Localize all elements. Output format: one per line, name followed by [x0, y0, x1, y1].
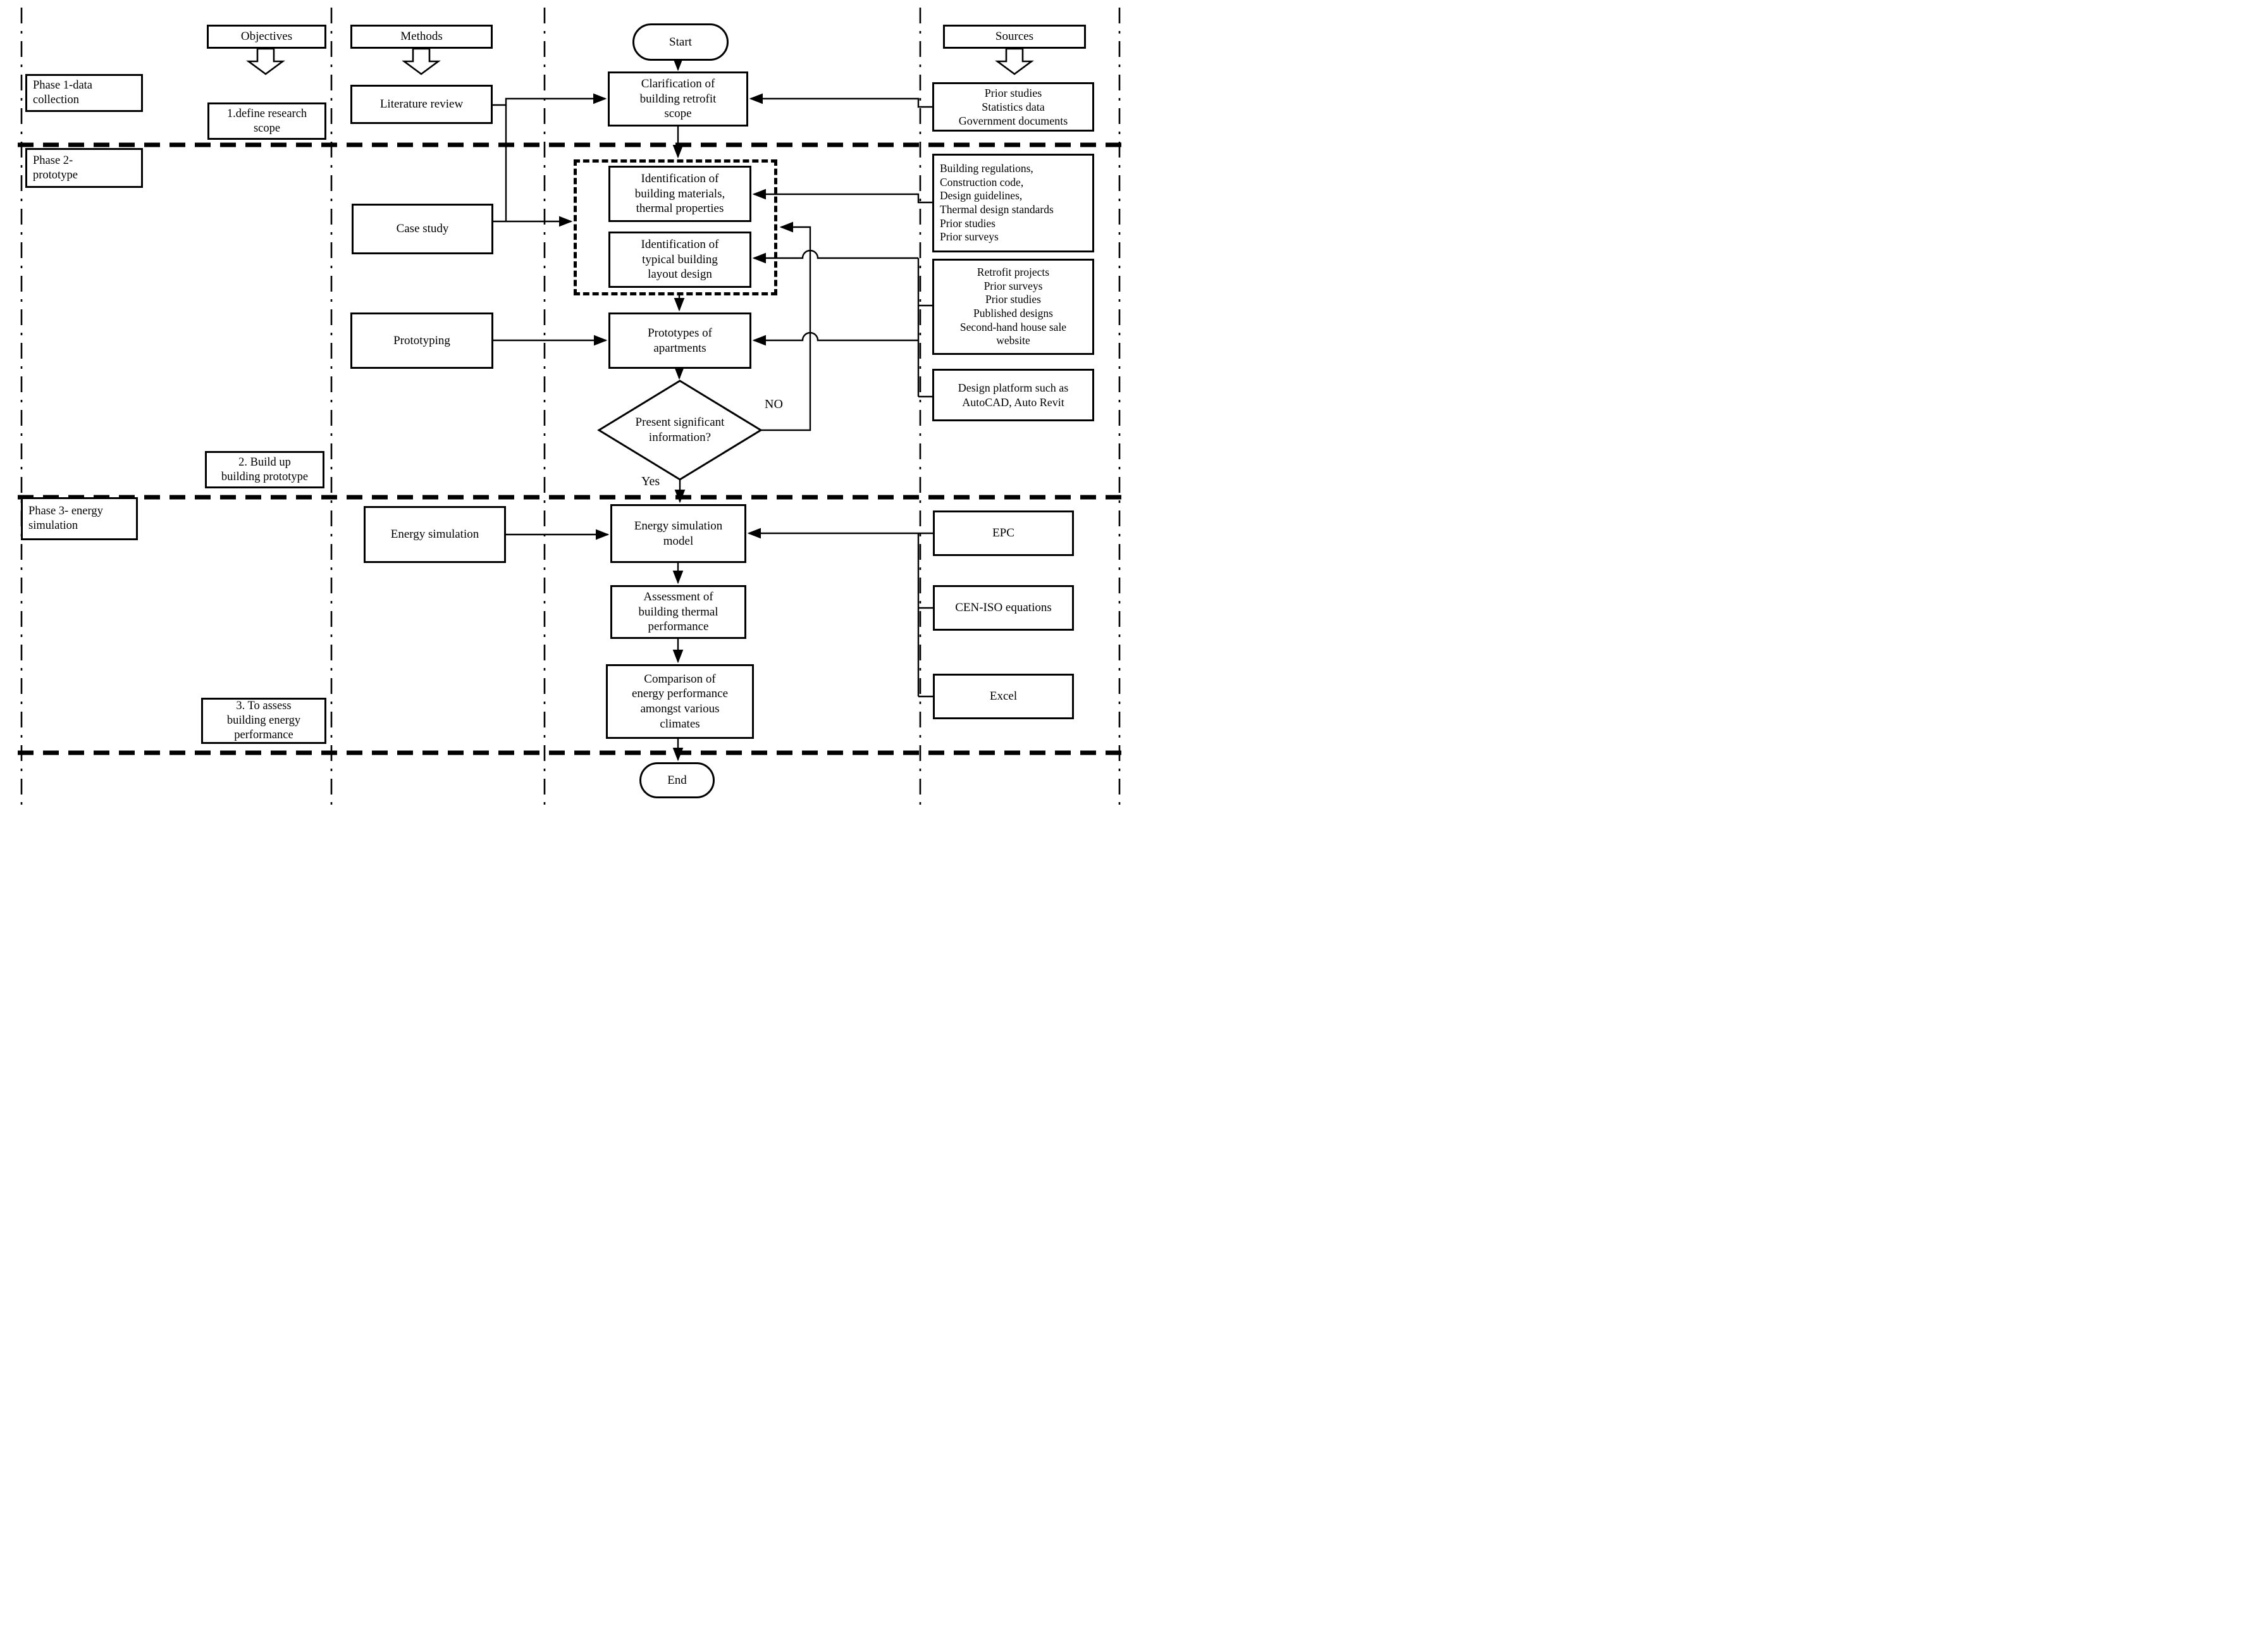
- source-retrofit-box: Retrofit projects Prior surveys Prior st…: [932, 259, 1094, 355]
- source-regulations-label: Building regulations, Construction code,…: [940, 161, 1054, 244]
- phase-1-label-box: Phase 1-data collection: [25, 74, 143, 112]
- process-identification-materials-box: Identification of building materials, th…: [608, 166, 751, 222]
- connector-layer: [18, 8, 1126, 806]
- objectives-block-arrow-icon: [246, 47, 285, 75]
- source-phase1-label: Prior studies Statistics data Government…: [958, 86, 1068, 128]
- source-epc-label: EPC: [992, 526, 1014, 540]
- start-terminator: Start: [632, 23, 729, 61]
- phase-2-label: Phase 2- prototype: [33, 154, 78, 182]
- process-comparison-label: Comparison of energy performance amongst…: [631, 672, 729, 731]
- arrow-literature-to-clarification: [493, 93, 607, 106]
- objective-3-box: 3. To assess building energy performance: [201, 698, 326, 744]
- flowchart-canvas: Objectives Methods Sources Start Phase 1…: [0, 0, 1134, 813]
- phase-2-label-box: Phase 2- prototype: [25, 148, 143, 188]
- process-identification-layout-box: Identification of typical building layou…: [608, 232, 751, 288]
- process-assessment-label: Assessment of building thermal performan…: [638, 590, 718, 634]
- method-case-study-box: Case study: [352, 204, 493, 254]
- method-case-study-label: Case study: [396, 222, 449, 236]
- method-prototyping-label: Prototyping: [393, 333, 450, 347]
- start-label: Start: [669, 35, 692, 49]
- header-methods: Methods: [350, 25, 493, 49]
- methods-block-arrow-icon: [402, 47, 441, 75]
- source-ceniso-box: CEN-ISO equations: [933, 585, 1074, 631]
- phase-3-label: Phase 3- energy simulation: [28, 505, 103, 532]
- arrow-source2-to-materials: [752, 189, 932, 204]
- arrow-sourcebus-to-prototypes: [752, 331, 918, 346]
- process-clarification-label: Clarification of building retrofit scope: [639, 77, 717, 121]
- source-regulations-box: Building regulations, Construction code,…: [932, 154, 1094, 252]
- process-prototypes-box: Prototypes of apartments: [608, 312, 751, 369]
- process-model-label: Energy simulation model: [634, 519, 723, 548]
- objective-1-box: 1.define research scope: [207, 102, 326, 140]
- source-excel-label: Excel: [989, 690, 1018, 703]
- objective-2-box: 2. Build up building prototype: [205, 451, 324, 488]
- arrow-source1-to-clarification: [749, 93, 932, 108]
- phase-1-label: Phase 1-data collection: [33, 79, 93, 106]
- source-design-platform-box: Design platform such as AutoCAD, Auto Re…: [932, 369, 1094, 421]
- process-clarification-box: Clarification of building retrofit scope: [608, 71, 748, 127]
- identification-group-container: [574, 159, 777, 295]
- header-methods-label: Methods: [400, 30, 443, 44]
- source-excel-box: Excel: [933, 674, 1074, 719]
- method-energy-simulation-label: Energy simulation: [390, 528, 479, 541]
- objective-2-label: 2. Build up building prototype: [221, 455, 309, 483]
- process-model-box: Energy simulation model: [610, 504, 746, 563]
- header-objectives-label: Objectives: [240, 30, 293, 44]
- arrow-no-feedback-to-group: [761, 221, 811, 431]
- end-terminator: End: [639, 762, 715, 798]
- header-sources: Sources: [943, 25, 1086, 49]
- decision-label: Present significant information?: [635, 416, 725, 444]
- process-identification-layout-label: Identification of typical building layou…: [641, 238, 719, 281]
- arrow-source3-to-layout: [752, 249, 918, 264]
- process-assessment-box: Assessment of building thermal performan…: [610, 585, 746, 639]
- method-literature-review-box: Literature review: [350, 85, 493, 124]
- source-epc-box: EPC: [933, 510, 1074, 556]
- header-sources-label: Sources: [995, 30, 1034, 44]
- source-design-platform-label: Design platform such as AutoCAD, Auto Re…: [958, 381, 1069, 409]
- method-energy-simulation-box: Energy simulation: [364, 506, 506, 563]
- branch-yes-label: Yes: [641, 474, 660, 488]
- branch-no-label: NO: [765, 397, 783, 411]
- method-literature-review-label: Literature review: [379, 97, 464, 111]
- process-identification-materials-label: Identification of building materials, th…: [634, 172, 725, 216]
- header-objectives: Objectives: [207, 25, 326, 49]
- phase-3-label-box: Phase 3- energy simulation: [21, 497, 138, 540]
- sources-block-arrow-icon: [995, 47, 1034, 75]
- end-label: End: [667, 773, 687, 787]
- source-retrofit-label: Retrofit projects Prior surveys Prior st…: [959, 265, 1067, 347]
- source-phase1-box: Prior studies Statistics data Government…: [932, 82, 1094, 132]
- source-ceniso-label: CEN-ISO equations: [955, 601, 1052, 615]
- method-prototyping-box: Prototyping: [350, 312, 493, 369]
- process-prototypes-label: Prototypes of apartments: [648, 326, 712, 355]
- objective-3-label: 3. To assess building energy performance: [226, 700, 301, 741]
- objective-1-label: 1.define research scope: [226, 107, 307, 135]
- process-comparison-box: Comparison of energy performance amongst…: [606, 664, 754, 739]
